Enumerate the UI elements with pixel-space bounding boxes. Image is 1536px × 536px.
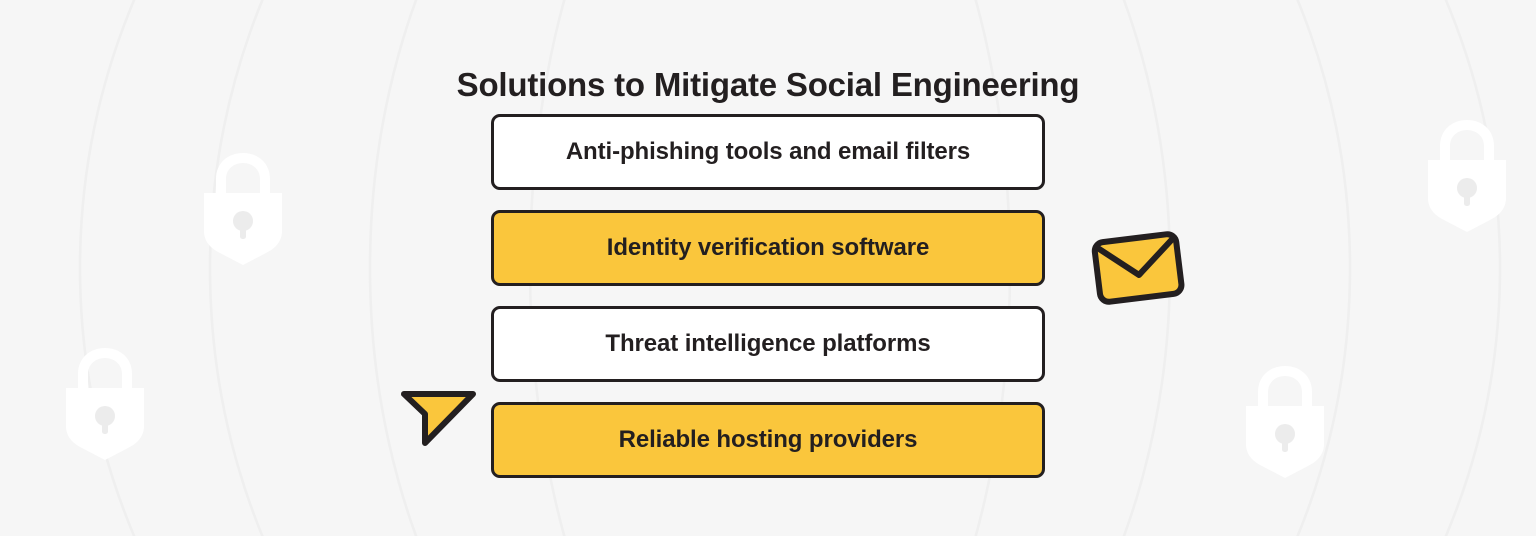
solution-label: Identity verification software xyxy=(606,234,930,261)
solution-item-anti-phishing[interactable]: Anti-phishing tools and email filters xyxy=(491,114,1045,190)
solution-label: Anti-phishing tools and email filters xyxy=(565,138,971,165)
solution-item-reliable-hosting[interactable]: Reliable hosting providers xyxy=(491,402,1045,478)
solution-label: Reliable hosting providers xyxy=(618,426,918,453)
page-title: Solutions to Mitigate Social Engineering xyxy=(456,66,1080,104)
solution-item-identity-verification[interactable]: Identity verification software xyxy=(491,210,1045,286)
solution-item-threat-intelligence[interactable]: Threat intelligence platforms xyxy=(491,306,1045,382)
solution-list: Anti-phishing tools and email filters Id… xyxy=(491,114,1045,478)
funnel-icon xyxy=(401,391,476,446)
envelope-icon xyxy=(1091,231,1185,305)
solution-label: Threat intelligence platforms xyxy=(605,330,931,357)
